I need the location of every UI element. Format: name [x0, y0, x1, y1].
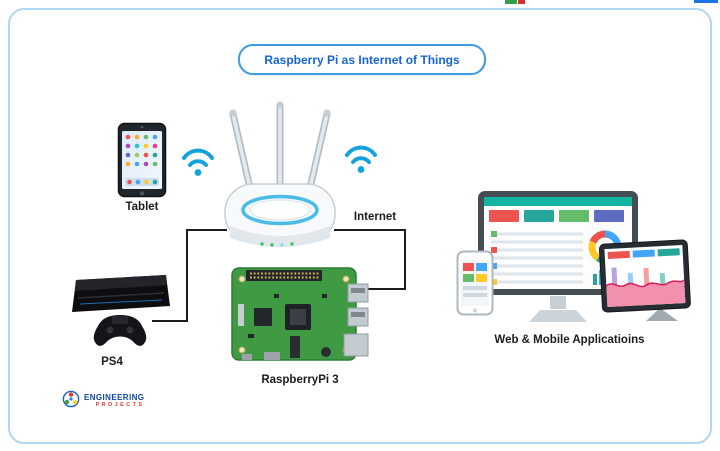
connection-line [404, 229, 406, 290]
ps4-label: PS4 [101, 356, 123, 368]
connection-line [186, 229, 188, 322]
tablet-device-icon [117, 122, 167, 198]
raspberry-pi-label: RaspberryPi 3 [261, 374, 339, 386]
phone-icon [456, 250, 494, 316]
tablet-label: Tablet [125, 201, 159, 213]
connection-line [152, 320, 188, 322]
connection-line [364, 288, 406, 290]
connection-line [187, 229, 227, 231]
logo-text-line2: PROJECTS [95, 401, 145, 408]
engineering-projects-logo: ENGINEERING PROJECTS [62, 390, 144, 413]
diagram-title: Raspberry Pi as Internet of Things [238, 44, 486, 75]
connection-line [334, 229, 406, 231]
raspberry-pi-icon [230, 264, 370, 364]
tablet-dashboard-icon [598, 238, 694, 326]
top-edge-mark-green [505, 0, 517, 4]
top-edge-mark-blue [694, 0, 718, 3]
ps4-icon [70, 270, 174, 354]
wifi-icon-left [178, 144, 218, 178]
logo-gear-icon [62, 390, 80, 413]
internet-label: Internet [353, 211, 397, 223]
web-mobile-label: Web & Mobile Applicatioins [494, 334, 645, 346]
top-edge-mark-red [518, 0, 525, 4]
wifi-icon-right [341, 141, 381, 175]
logo-text-line1: ENGINEERING [84, 393, 145, 403]
router-icon [220, 98, 340, 260]
